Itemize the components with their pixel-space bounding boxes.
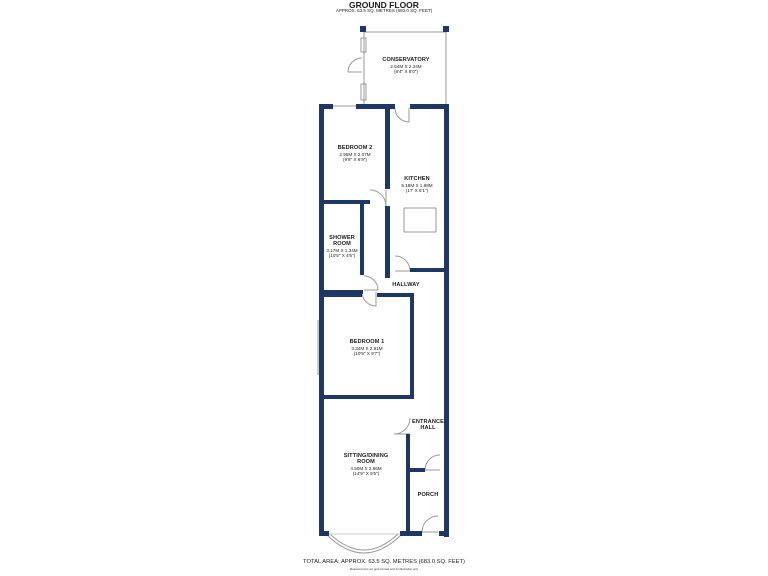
room-label-sitting-dining: SITTING/DINING ROOM 4.50M X 2.86M (14'9"… bbox=[330, 453, 402, 476]
room-name-line1: SHOWER bbox=[329, 235, 355, 241]
sitting-door-swing bbox=[393, 417, 411, 435]
room-name: BEDROOM 2 bbox=[337, 145, 373, 151]
room-name: HALLWAY bbox=[392, 282, 420, 288]
wall-kitchen-left-lower bbox=[385, 206, 390, 278]
room-name-line2: ROOM bbox=[333, 240, 351, 247]
wall-kitchen-bottom bbox=[410, 268, 449, 272]
room-metric: 3.34M X 2.91M bbox=[351, 345, 383, 351]
room-name-line2: HALL bbox=[420, 424, 436, 431]
room-label-conservatory: CONSERVATORY 2.54M X 2.34M (8'4" X 8'0") bbox=[370, 57, 442, 74]
outer-wall-left bbox=[319, 104, 324, 536]
room-label-shower: SHOWER ROOM 3.17M X 1.34M (10'5" X 4'5") bbox=[322, 235, 362, 258]
bedroom2-door-swing bbox=[369, 189, 387, 207]
room-label-entrance-hall: ENTRANCE HALL bbox=[410, 419, 446, 432]
plan-subtitle: APPROX. 63.5 SQ. METRES (683.0 SQ. FEET) bbox=[335, 8, 433, 13]
room-name: CONSERVATORY bbox=[382, 57, 430, 63]
room-name-line1: SITTING/DINING bbox=[343, 453, 389, 459]
wall-kitchen-left-upper bbox=[385, 104, 390, 189]
bay-window-inner bbox=[329, 533, 399, 551]
plan-title: GROUND FLOOR bbox=[349, 0, 419, 10]
conservatory-window-lower bbox=[360, 83, 367, 101]
room-label-porch: PORCH bbox=[412, 492, 444, 499]
room-imperial: (9'8" X 6'9") bbox=[343, 156, 367, 162]
wall-bedroom1-top-right bbox=[377, 293, 414, 297]
room-label-kitchen: KITCHEN 5.18M X 1.88M (17' X 6'1") bbox=[390, 176, 444, 193]
conservatory-door-swing bbox=[347, 57, 363, 73]
bay-window-outer bbox=[325, 533, 403, 554]
conservatory-post-left bbox=[360, 26, 366, 32]
room-metric: 4.50M X 2.86M bbox=[350, 465, 382, 471]
outer-wall-bottom-right bbox=[439, 531, 449, 536]
bedroom1-door-swing bbox=[361, 291, 377, 307]
room-imperial: (8'4" X 8'0") bbox=[394, 68, 418, 74]
porch-inner-door-swing bbox=[424, 454, 441, 471]
outer-wall-top-left bbox=[319, 104, 333, 109]
wall-sitting-right bbox=[406, 434, 410, 535]
outer-wall-top-right bbox=[410, 104, 449, 109]
kitchen-island bbox=[403, 207, 437, 233]
room-name: BEDROOM 1 bbox=[349, 339, 385, 345]
outer-wall-top-mid bbox=[356, 104, 395, 109]
outer-wall-right bbox=[444, 104, 449, 537]
wall-bedroom1-right bbox=[410, 293, 414, 397]
room-label-hallway: HALLWAY bbox=[386, 282, 426, 289]
room-name-line2: ROOM bbox=[357, 458, 375, 465]
kitchen-door-swing bbox=[394, 107, 410, 123]
room-label-bedroom2: BEDROOM 2 2.95M X 2.07M (9'8" X 6'9") bbox=[328, 145, 382, 162]
shower-door-swing bbox=[363, 275, 379, 291]
room-metric: 5.18M X 1.88M bbox=[401, 182, 433, 188]
kitchen-lower-door-swing bbox=[394, 255, 411, 272]
room-metric: 2.95M X 2.07M bbox=[339, 151, 371, 157]
room-label-bedroom1: BEDROOM 1 3.34M X 2.91M (10'9" X 9'7") bbox=[334, 339, 400, 356]
room-imperial: (10'5" X 4'5") bbox=[328, 252, 356, 258]
wall-bedroom1-bottom bbox=[319, 395, 414, 399]
wall-porch-top bbox=[410, 468, 425, 472]
room-name: PORCH bbox=[417, 492, 439, 498]
outer-wall-bottom-mid bbox=[400, 531, 422, 536]
disclaimer-note: Measurements are approximate and for ill… bbox=[349, 567, 419, 571]
walls bbox=[319, 26, 449, 537]
wall-bedroom1-top-left bbox=[319, 293, 362, 297]
total-area: TOTAL AREA: APPROX. 63.5 SQ. METRES (683… bbox=[303, 559, 465, 565]
room-name: KITCHEN bbox=[404, 176, 430, 182]
room-imperial: (10'9" X 9'7") bbox=[353, 350, 381, 356]
wall-shower-right bbox=[360, 200, 364, 275]
room-metric: 3.17M X 1.34M bbox=[326, 247, 358, 253]
front-door-swing bbox=[421, 515, 439, 533]
conservatory-post-right bbox=[443, 26, 449, 32]
outer-wall-bottom-left bbox=[319, 531, 329, 536]
wall-bedroom2-bottom bbox=[319, 200, 370, 204]
room-imperial: (14'9" X 9'5") bbox=[352, 470, 380, 476]
room-metric: 2.54M X 2.34M bbox=[390, 63, 422, 69]
room-name-line1: ENTRANCE bbox=[412, 419, 444, 425]
conservatory-window-upper bbox=[360, 37, 367, 53]
wall-shower-bottom bbox=[319, 290, 363, 294]
room-imperial: (17' X 6'1") bbox=[405, 187, 429, 193]
